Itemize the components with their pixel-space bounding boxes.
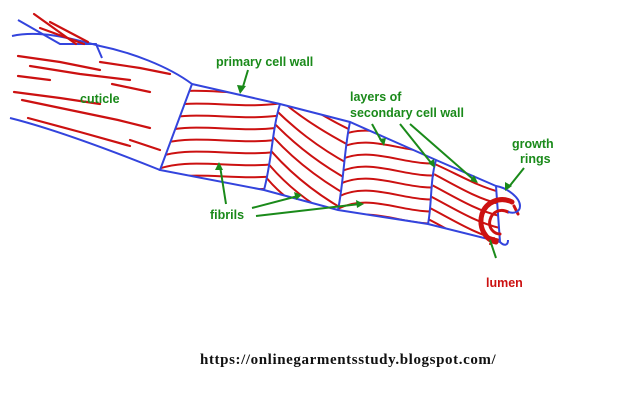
arrowheads (215, 85, 512, 208)
fibrils-arrow-1 (219, 165, 227, 205)
source-url[interactable]: https://onlinegarmentsstudy.blogspot.com… (200, 352, 497, 368)
primary-cell-wall-label: primary cell wall (216, 55, 314, 69)
lumen-label: lumen (486, 276, 523, 290)
fibrils-label: fibrils (210, 208, 245, 222)
growth-label-line1: growth (512, 137, 554, 151)
fibrils-arrow-3 (255, 203, 361, 217)
layers-label-line2: secondary cell wall (350, 106, 464, 120)
callout-arrows (219, 69, 525, 259)
growth-label-line2: rings (520, 152, 551, 166)
layers-arrow-3 (409, 123, 475, 181)
layers-label-line1: layers of (350, 90, 402, 104)
cuticle-label: cuticle (80, 92, 120, 106)
cuticle-outline (9, 19, 193, 171)
cuticle-fibers (12, 12, 172, 152)
layers-arrow-2 (399, 123, 433, 165)
growth-rings-arrow (507, 167, 525, 189)
lumen-arrow (489, 239, 497, 259)
fibrils-arrow-2 (251, 195, 299, 209)
